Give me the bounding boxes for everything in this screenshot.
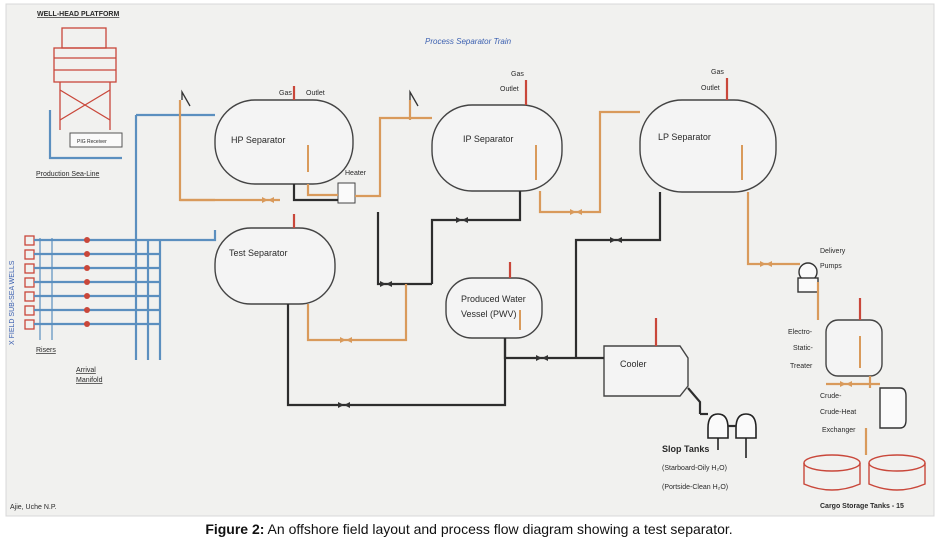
pwv-vessel: [445, 277, 543, 339]
cooler-label: Cooler: [620, 359, 647, 369]
cargo-storage-tanks: [803, 454, 926, 491]
figure-caption-text: An offshore field layout and process flo…: [264, 521, 733, 537]
production-sea-line-pipe: [48, 110, 122, 160]
electrostatic-label-3: Treater: [790, 363, 813, 370]
lp-separator-vessel: [639, 99, 777, 193]
slop-tanks-label: Slop Tanks: [662, 444, 709, 454]
cooler-unit: [603, 345, 689, 397]
relief-valves: [181, 89, 419, 107]
electrostatic-treater-vessel: [825, 319, 883, 377]
test-separator-vessel: [214, 227, 336, 305]
hp-separator-label: HP Separator: [231, 135, 285, 145]
manifold-drop-pipes: [146, 240, 162, 360]
hp-separator-vessel: [214, 99, 354, 185]
arrival-manifold-label-2: Manifold: [76, 377, 103, 384]
production-sea-line-label: Production Sea-Line: [36, 171, 100, 178]
arrival-manifold-label-1: Arrival: [76, 367, 96, 374]
slop-portside-label: (Portside-Clean H₂O): [662, 484, 728, 491]
pwv-label-1: Produced Water: [461, 294, 526, 304]
pig-receiver-box: [69, 132, 123, 148]
electrostatic-label-1: Electro-: [788, 329, 813, 336]
gas-outlet-lp-label: Gas: [711, 69, 724, 76]
test-separator-label: Test Separator: [229, 248, 288, 258]
exchanger-label-2: Crude-Heat: [820, 409, 856, 416]
figure-caption-label: Figure 2:: [205, 521, 265, 537]
test-inlet-pipe: [160, 230, 217, 242]
heater-box: [337, 182, 356, 204]
wellhead-platform-structure: [53, 27, 117, 130]
gas-outlet-lp-label-2: Outlet: [701, 85, 720, 92]
gas-outlet-hp-label-2: Outlet: [306, 90, 325, 97]
diagram-title: Process Separator Train: [425, 37, 512, 46]
figure-caption: Figure 2: An offshore field layout and p…: [0, 521, 938, 537]
exchanger-label-1: Crude-: [820, 393, 842, 400]
wellhead-platform-label: WELL-HEAD PLATFORM: [37, 11, 119, 18]
ip-separator-vessel: [431, 104, 563, 192]
gas-outlet-ip-label: Gas: [511, 71, 524, 78]
delivery-pumps-label-1: Delivery: [820, 248, 846, 255]
ip-separator-label: IP Separator: [463, 134, 513, 144]
subsea-wells: [24, 235, 160, 340]
diagram-paper: [5, 3, 935, 517]
x-field-wells-label: X FIELD SUB-SEA WELLS: [9, 260, 16, 345]
process-piping: [178, 100, 880, 455]
orange-valve-markers: [262, 197, 852, 387]
risers-label: Risers: [36, 347, 56, 354]
pig-receiver-label: PIG Receiver: [77, 139, 107, 145]
slop-starboard-label: (Starboard-Oily H₂O): [662, 465, 727, 472]
delivery-pumps: [797, 262, 819, 293]
exchanger-label-3: Exchanger: [822, 427, 856, 434]
delivery-pumps-label-2: Pumps: [820, 263, 842, 270]
cargo-storage-label: Cargo Storage Tanks - 15: [820, 503, 904, 510]
slop-tanks: [707, 413, 757, 458]
heater-label: Heater: [345, 170, 367, 177]
gas-outlet-ip-label-2: Outlet: [500, 86, 519, 93]
electrostatic-label-2: Static-: [793, 345, 814, 352]
lp-separator-label: LP Separator: [658, 132, 711, 142]
author-credit: Ajie, Uche N.P.: [10, 504, 57, 511]
gas-outlet-hp-label: Gas: [279, 90, 292, 97]
crude-heat-exchanger: [879, 387, 907, 429]
valve-markers: [338, 217, 622, 408]
pwv-label-2: Vessel (PWV): [461, 309, 517, 319]
